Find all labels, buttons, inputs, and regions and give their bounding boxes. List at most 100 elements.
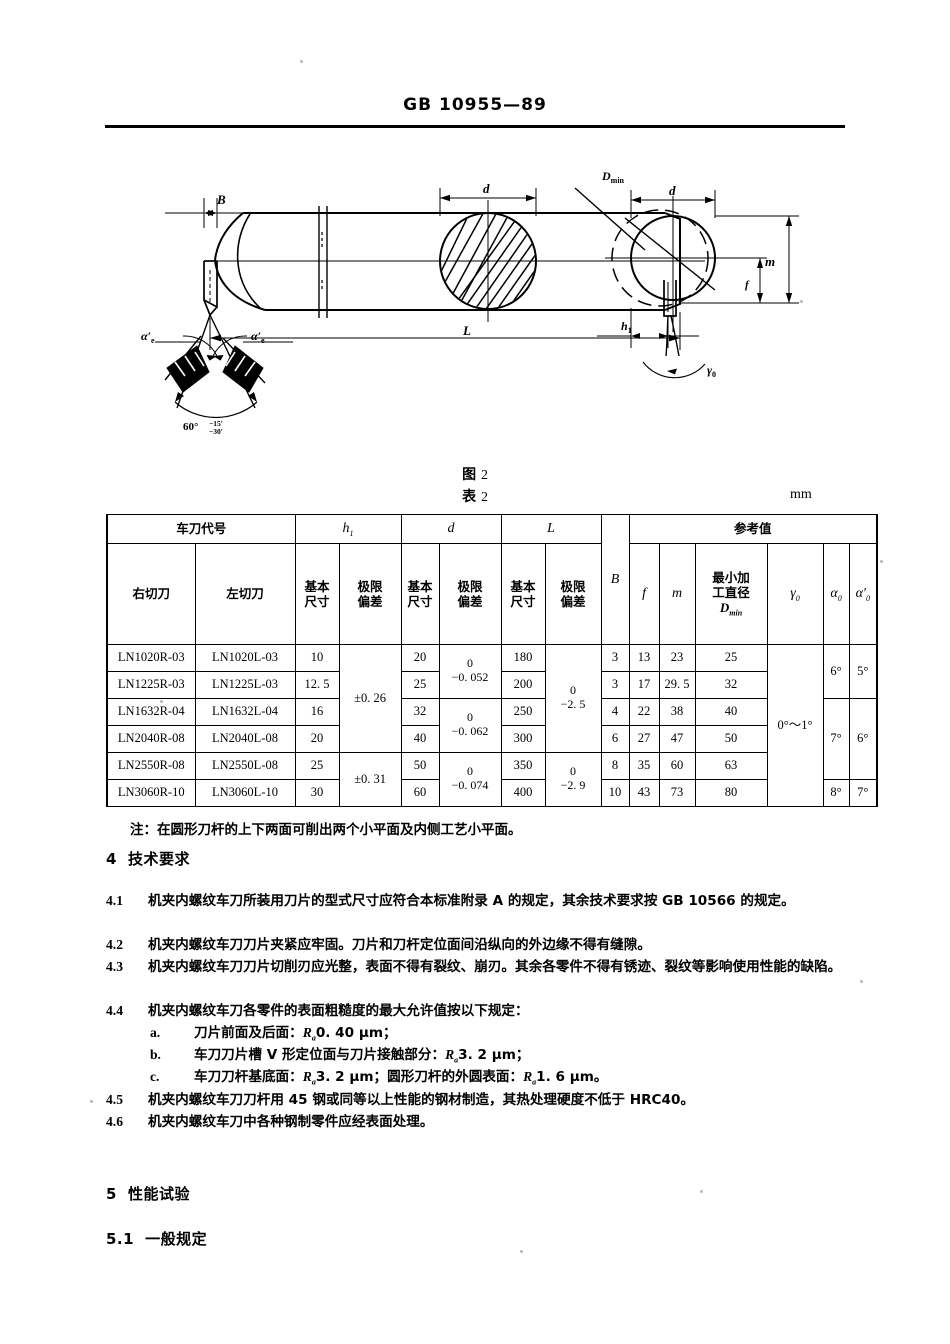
list-item-a-text-2: 0. 40 μm；	[315, 1025, 397, 1041]
cell-d: 20	[400, 644, 440, 672]
cell-h1: 12. 5	[294, 671, 340, 699]
cell-L: 180	[500, 644, 546, 672]
section-5-1-title: 一般规定	[145, 1230, 208, 1248]
th-gamma0: γ0	[766, 543, 824, 645]
cell-h1: 16	[294, 698, 340, 726]
cell-f: 13	[628, 644, 660, 672]
cell-f: 22	[628, 698, 660, 726]
cell-dmin: 32	[694, 671, 768, 699]
paragraph-4-4-number: 4.4	[106, 1003, 123, 1018]
cell-f: 17	[628, 671, 660, 699]
table-header-row-2: 右切刀 左切刀 基本尺寸 极限偏差 基本尺寸 极限偏差 基本尺寸 极限偏差 f …	[106, 543, 879, 645]
cell-code-right: LN3060R-10	[106, 779, 196, 807]
section-5-heading: 5 性能试验	[106, 1183, 190, 1204]
cell-code-left: LN1020L-03	[194, 644, 296, 672]
specification-table: 车刀代号 h1 d L B 参考值 右切刀 左切刀 基本尺寸 极限偏差 基本尺寸…	[105, 514, 879, 807]
paragraph-4-3-text: 机夹内螺纹车刀刀片切削刃应光整，表面不得有裂纹、崩刃。其余各零件不得有锈迹、裂纹…	[148, 959, 842, 975]
cell-code-left: LN1225L-03	[194, 671, 296, 699]
list-item-c-text-2: 3. 2 μm；圆形刀杆的外圆表面：	[315, 1069, 524, 1085]
cell-h1: 30	[294, 779, 340, 807]
cell-code-right: LN2550R-08	[106, 752, 196, 780]
cell-L: 350	[500, 752, 546, 780]
th-m: m	[658, 543, 696, 645]
list-item-b-text-1: 车刀刀片槽 V 形定位面与刀片接触部分：	[194, 1047, 446, 1063]
cell-d-dev: 0−0. 062	[438, 698, 502, 753]
section-4-title: 技术要求	[127, 850, 190, 868]
cell-code-right: LN2040R-08	[106, 725, 196, 753]
th-code-left: 左切刀	[194, 543, 296, 645]
list-item-a: a.刀片前面及后面：Ra0. 40 μm；	[150, 1022, 850, 1050]
th-d-basic: 基本尺寸	[400, 543, 440, 645]
cell-alpha0: 6°	[822, 644, 850, 699]
cell-B: 4	[600, 698, 630, 726]
cell-dmin: 63	[694, 752, 768, 780]
label-m: m	[765, 254, 775, 269]
figure-caption-number: 2	[480, 468, 488, 483]
paragraph-4-6-text: 机夹内螺纹车刀中各种钢制零件应经表面处理。	[148, 1114, 434, 1130]
section-5-number: 5	[106, 1185, 117, 1203]
cell-code-right: LN1632R-04	[106, 698, 196, 726]
list-item-c-text-3: 1. 6 μm。	[536, 1069, 608, 1085]
cell-m: 73	[658, 779, 696, 807]
table-row: LN2550R-08 LN2550L-08 25 ±0. 31 50 0−0. …	[106, 752, 877, 807]
cell-code-left: LN2040L-08	[194, 725, 296, 753]
list-item-a-text-1: 刀片前面及后面：	[194, 1025, 303, 1041]
th-B: B	[600, 514, 630, 645]
cell-d: 60	[400, 779, 440, 807]
th-L-dev: 极限偏差	[544, 543, 602, 645]
th-code-group: 车刀代号	[105, 514, 296, 544]
cell-h1-dev: ±0. 26	[338, 644, 402, 753]
cell-d: 50	[400, 752, 440, 780]
th-h1: h1	[294, 514, 402, 544]
cell-m: 23	[658, 644, 696, 672]
cell-L-dev: 0−2. 5	[544, 644, 602, 753]
th-alpha0p: α′0	[848, 543, 879, 645]
cell-code-right: LN1225R-03	[106, 671, 196, 699]
paragraph-4-3: 4.3 机夹内螺纹车刀刀片切削刃应光整，表面不得有裂纹、崩刃。其余各零件不得有锈迹…	[106, 956, 848, 978]
list-item-a-label: a.	[150, 1025, 161, 1040]
label-vee-tol-upper: −15′	[209, 419, 223, 428]
section-5-title: 性能试验	[127, 1185, 190, 1203]
figure-caption-label: 图	[462, 467, 477, 483]
cell-d: 25	[400, 671, 440, 699]
section-5-1-number: 5.1	[106, 1230, 135, 1248]
th-code-right: 右切刀	[106, 543, 196, 645]
th-f: f	[628, 543, 660, 645]
th-alpha0: α0	[822, 543, 850, 645]
label-Dmin: Dmin	[601, 169, 625, 185]
label-h1: h1	[621, 319, 632, 335]
cell-B: 3	[600, 644, 630, 672]
table-row: LN3060R-10 LN3060L-10 30 60 400 10 43 73…	[106, 779, 879, 807]
cell-alpha0p: 7°	[848, 779, 879, 807]
list-item-b-text-2: 3. 2 μm；	[458, 1047, 530, 1063]
cell-f: 35	[628, 752, 660, 780]
table-unit: mm	[790, 487, 812, 502]
label-B: B	[216, 192, 226, 207]
cell-alpha0: 7°	[822, 698, 850, 780]
cell-m: 47	[658, 725, 696, 753]
cell-m: 60	[658, 752, 696, 780]
th-h1-dev: 极限偏差	[338, 543, 402, 645]
cell-B: 3	[600, 671, 630, 699]
list-item-c: c.车刀刀杆基底面：Ra3. 2 μm；圆形刀杆的外圆表面：Ra1. 6 μm。	[150, 1066, 850, 1094]
cell-dmin: 25	[694, 644, 768, 672]
table-caption: 表 2	[0, 486, 950, 506]
label-gamma0: γ0	[707, 363, 716, 379]
cell-m: 38	[658, 698, 696, 726]
cell-B: 6	[600, 725, 630, 753]
cell-L-dev: 0−2. 9	[544, 752, 602, 807]
cell-L: 250	[500, 698, 546, 726]
cell-d: 32	[400, 698, 440, 726]
paragraph-4-3-number: 4.3	[106, 959, 123, 974]
cell-L: 300	[500, 725, 546, 753]
paragraph-4-2-text: 机夹内螺纹车刀刀片夹紧应牢固。刀片和刀杆定位面间沿纵向的外边缘不得有缝隙。	[148, 937, 651, 953]
cell-m: 29. 5	[658, 671, 696, 699]
cell-code-left: LN2550L-08	[194, 752, 296, 780]
cell-d-dev: 0−0. 074	[438, 752, 502, 807]
cell-code-right: LN1020R-03	[106, 644, 196, 672]
th-d: d	[400, 514, 502, 544]
ra-symbol: Ra	[445, 1047, 459, 1065]
